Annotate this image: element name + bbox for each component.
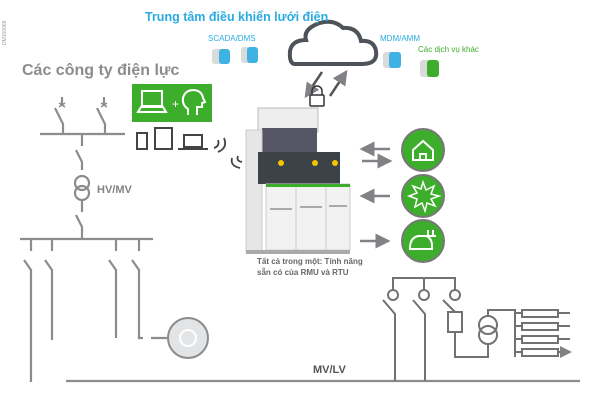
scada-label: SCADA/DMS xyxy=(208,34,256,43)
hv-mv-label: HV/MV xyxy=(97,184,132,196)
control-center-title: Trung tâm điều khiển lưới điện xyxy=(145,10,329,24)
house-icon xyxy=(401,128,445,172)
wifi-icon xyxy=(213,137,243,169)
other-services-cube-icon xyxy=(420,60,439,77)
scada-cube-icon xyxy=(212,47,258,64)
generator-icon xyxy=(167,317,209,359)
document-id: DM100068 xyxy=(2,20,8,45)
mobile-devices-icons xyxy=(136,127,208,150)
hv-substation-diagram xyxy=(20,97,580,383)
mv-lv-label: MV/LV xyxy=(313,364,346,376)
flow-arrows xyxy=(359,141,393,249)
communication-arrows xyxy=(304,69,348,99)
sun-icon xyxy=(401,174,445,218)
person-head-icon xyxy=(181,88,207,115)
lv-distribution-diagram xyxy=(382,277,570,381)
rmu-cabinet xyxy=(245,107,351,254)
caption-line-2: sẵn có của RMU và RTU xyxy=(257,268,349,277)
electric-car-icon xyxy=(401,219,445,263)
svg-text:+: + xyxy=(172,97,179,111)
operator-laptop-box: + xyxy=(132,84,212,122)
other-services-label: Các dịch vụ khác xyxy=(418,45,479,54)
lock-icon xyxy=(309,85,325,107)
utility-companies-label: Các công ty điện lực xyxy=(22,62,180,79)
rmu-caption: Tất cả trong một: Tính năng sẵn có của R… xyxy=(257,256,363,278)
caption-line-1: Tất cả trong một: Tính năng xyxy=(257,257,363,266)
mdm-label: MDM/AMM xyxy=(380,34,420,43)
cloud-icon xyxy=(287,19,379,66)
laptop-icon xyxy=(136,90,168,113)
mdm-cube-icon xyxy=(383,52,401,68)
